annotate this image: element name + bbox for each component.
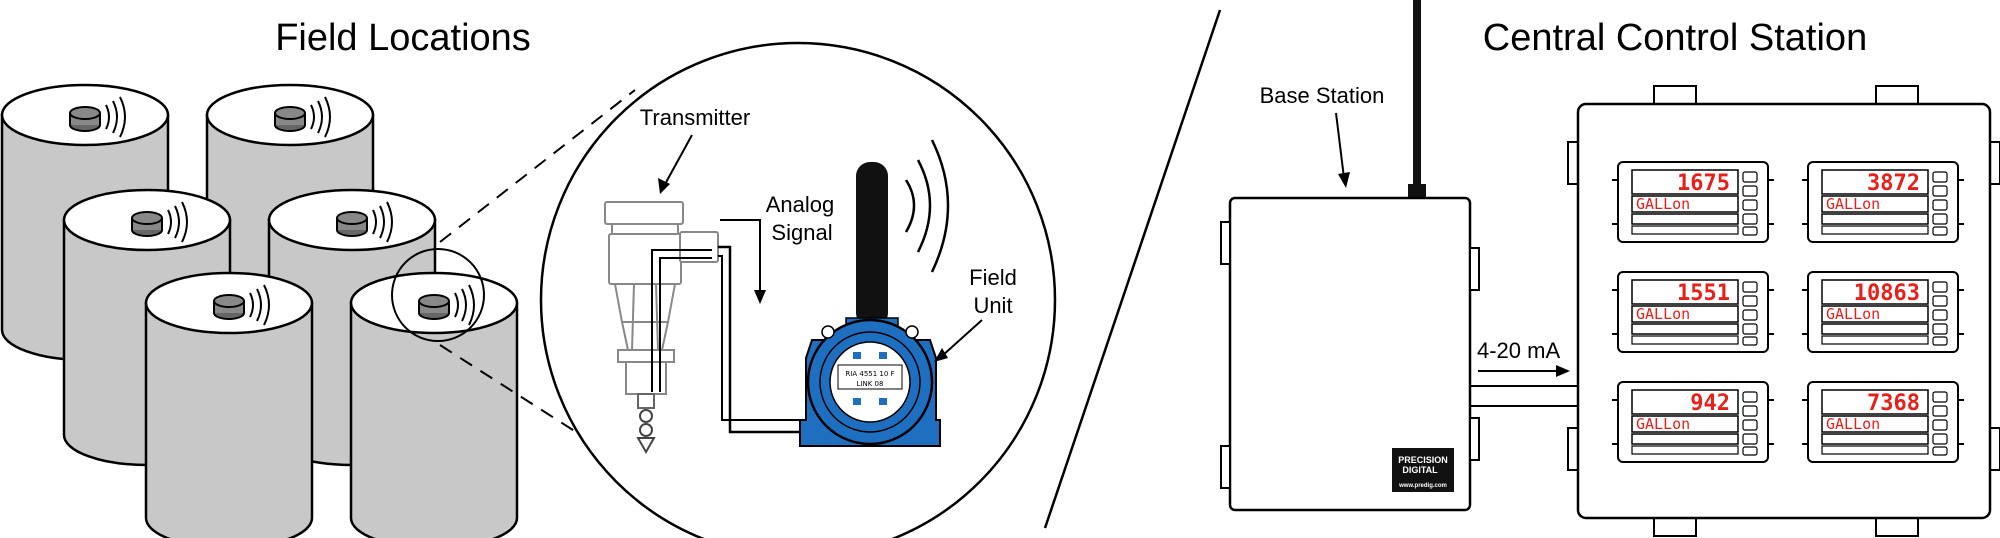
meter-unit: GALLon bbox=[1636, 415, 1690, 433]
transmitter-arrowhead bbox=[658, 178, 670, 194]
base-station-antenna bbox=[1413, 0, 1421, 192]
analog-signal-label-line1: Analog bbox=[766, 192, 835, 217]
analog-signal-cable bbox=[718, 245, 808, 434]
tank bbox=[349, 271, 519, 538]
tank bbox=[144, 271, 314, 538]
meter: 7368 GALLon bbox=[1801, 381, 1965, 463]
field-unit-label-line2: Unit bbox=[973, 293, 1012, 318]
logo-url: www.predig.com bbox=[1398, 483, 1447, 489]
meter-value: 10863 bbox=[1854, 281, 1920, 306]
signal-arrowhead bbox=[1556, 365, 1570, 377]
meter-unit: GALLon bbox=[1636, 195, 1690, 213]
field-unit-display-line1: RIA 4551 10 F bbox=[845, 370, 894, 378]
base-station-arrowhead bbox=[1338, 172, 1350, 188]
field-unit-arrowhead bbox=[934, 348, 948, 362]
base-station-label: Base Station bbox=[1260, 83, 1385, 108]
base-station-arrow bbox=[1335, 112, 1345, 179]
transmitter-label: Transmitter bbox=[640, 105, 750, 130]
logo-line2: DIGITAL bbox=[1402, 465, 1438, 475]
tank-group bbox=[0, 83, 519, 538]
field-unit-antenna bbox=[856, 162, 888, 327]
meter-unit: GALLon bbox=[1826, 415, 1880, 433]
meter-unit: GALLon bbox=[1636, 305, 1690, 323]
base-station: PRECISION DIGITAL www.predig.com bbox=[1220, 0, 1480, 512]
meter: 10863 GALLon bbox=[1801, 271, 1965, 353]
meter-value: 7368 bbox=[1867, 391, 1920, 416]
signal-label: 4-20 mA bbox=[1477, 338, 1560, 363]
transmitter-arrow bbox=[663, 134, 693, 187]
field-unit-arrow bbox=[941, 319, 983, 357]
probe-wire bbox=[651, 249, 712, 392]
meter-value: 942 bbox=[1690, 391, 1730, 416]
analog-signal-arrow bbox=[720, 219, 761, 296]
meter-unit: GALLon bbox=[1826, 305, 1880, 323]
meter-value: 3872 bbox=[1867, 171, 1920, 196]
meter: 942 GALLon bbox=[1611, 381, 1775, 463]
analog-signal-arrowhead bbox=[754, 290, 766, 304]
field-unit-display-line2: LINK 08 bbox=[857, 380, 884, 388]
field-unit-label-line1: Field bbox=[969, 265, 1017, 290]
meter-value: 1551 bbox=[1677, 281, 1730, 306]
meter: 1675 GALLon bbox=[1611, 161, 1775, 243]
analog-signal-label-line2: Signal bbox=[771, 220, 832, 245]
meter: 3872 GALLon bbox=[1801, 161, 1965, 243]
analog-signal-cable-inner bbox=[718, 255, 808, 421]
meter-value: 1675 bbox=[1677, 171, 1730, 196]
meter: 1551 GALLon bbox=[1611, 271, 1775, 353]
field-locations-title: Field Locations bbox=[275, 17, 531, 59]
zoom-line-top bbox=[439, 89, 636, 243]
central-control-title: Central Control Station bbox=[1483, 17, 1867, 59]
meter-unit: GALLon bbox=[1826, 195, 1880, 213]
field-unit-radio-waves bbox=[904, 139, 950, 273]
field-unit: RIA 4551 10 F LINK 08 bbox=[799, 162, 941, 447]
precision-digital-logo bbox=[1392, 448, 1454, 492]
zoom-source-circle bbox=[391, 248, 485, 342]
section-divider bbox=[1043, 9, 1222, 529]
logo-line1: PRECISION bbox=[1398, 455, 1448, 465]
